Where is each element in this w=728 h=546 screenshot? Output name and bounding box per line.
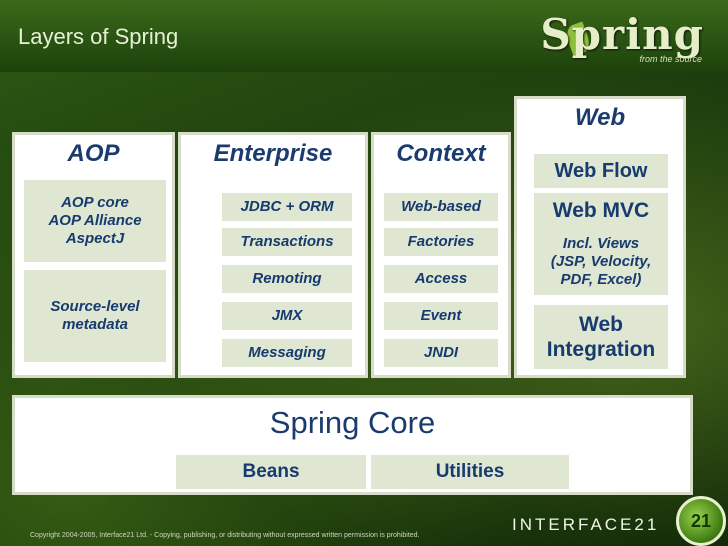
- slide-title: Layers of Spring: [18, 24, 179, 49]
- spring-core-title: Spring Core: [269, 405, 436, 440]
- logo-text: Spring: [540, 10, 704, 59]
- enterprise-item: Remoting: [222, 265, 352, 293]
- copyright-notice: Copyright 2004-2005, Interface21 Ltd. - …: [30, 532, 420, 539]
- enterprise-item: Transactions: [222, 228, 352, 256]
- enterprise-item: JMX: [222, 302, 352, 330]
- aop-core-box: AOP core AOP Alliance AspectJ: [24, 180, 166, 262]
- context-item: JNDI: [384, 339, 498, 367]
- web-mvc-views-box: Incl. Views (JSP, Velocity, PDF, Excel): [534, 229, 668, 295]
- title-bar: [0, 0, 728, 72]
- web-mvc-box: Web MVC: [534, 193, 668, 229]
- web-flow-box: Web Flow: [534, 154, 668, 188]
- context-item: Web-based: [384, 193, 498, 221]
- enterprise-heading: Enterprise: [213, 140, 333, 167]
- enterprise-item: Messaging: [222, 339, 352, 367]
- spring-core-panel: [12, 395, 693, 495]
- context-item: Access: [384, 265, 498, 293]
- web-integration-box: Web Integration: [534, 305, 668, 369]
- web-heading: Web: [574, 104, 626, 131]
- logo-tagline: from the source: [639, 54, 702, 64]
- source-level-metadata-box: Source-level metadata: [24, 270, 166, 362]
- interface21-badge-icon: 21: [676, 496, 726, 546]
- aop-heading: AOP: [67, 140, 120, 167]
- spring-logo: Spring from the source: [540, 6, 718, 68]
- interface21-wordmark: INTERFACE21: [512, 515, 660, 534]
- context-heading: Context: [396, 140, 486, 167]
- context-item: Event: [384, 302, 498, 330]
- utilities-box: Utilities: [371, 455, 569, 489]
- context-item: Factories: [384, 228, 498, 256]
- beans-box: Beans: [176, 455, 366, 489]
- enterprise-item: JDBC + ORM: [222, 193, 352, 221]
